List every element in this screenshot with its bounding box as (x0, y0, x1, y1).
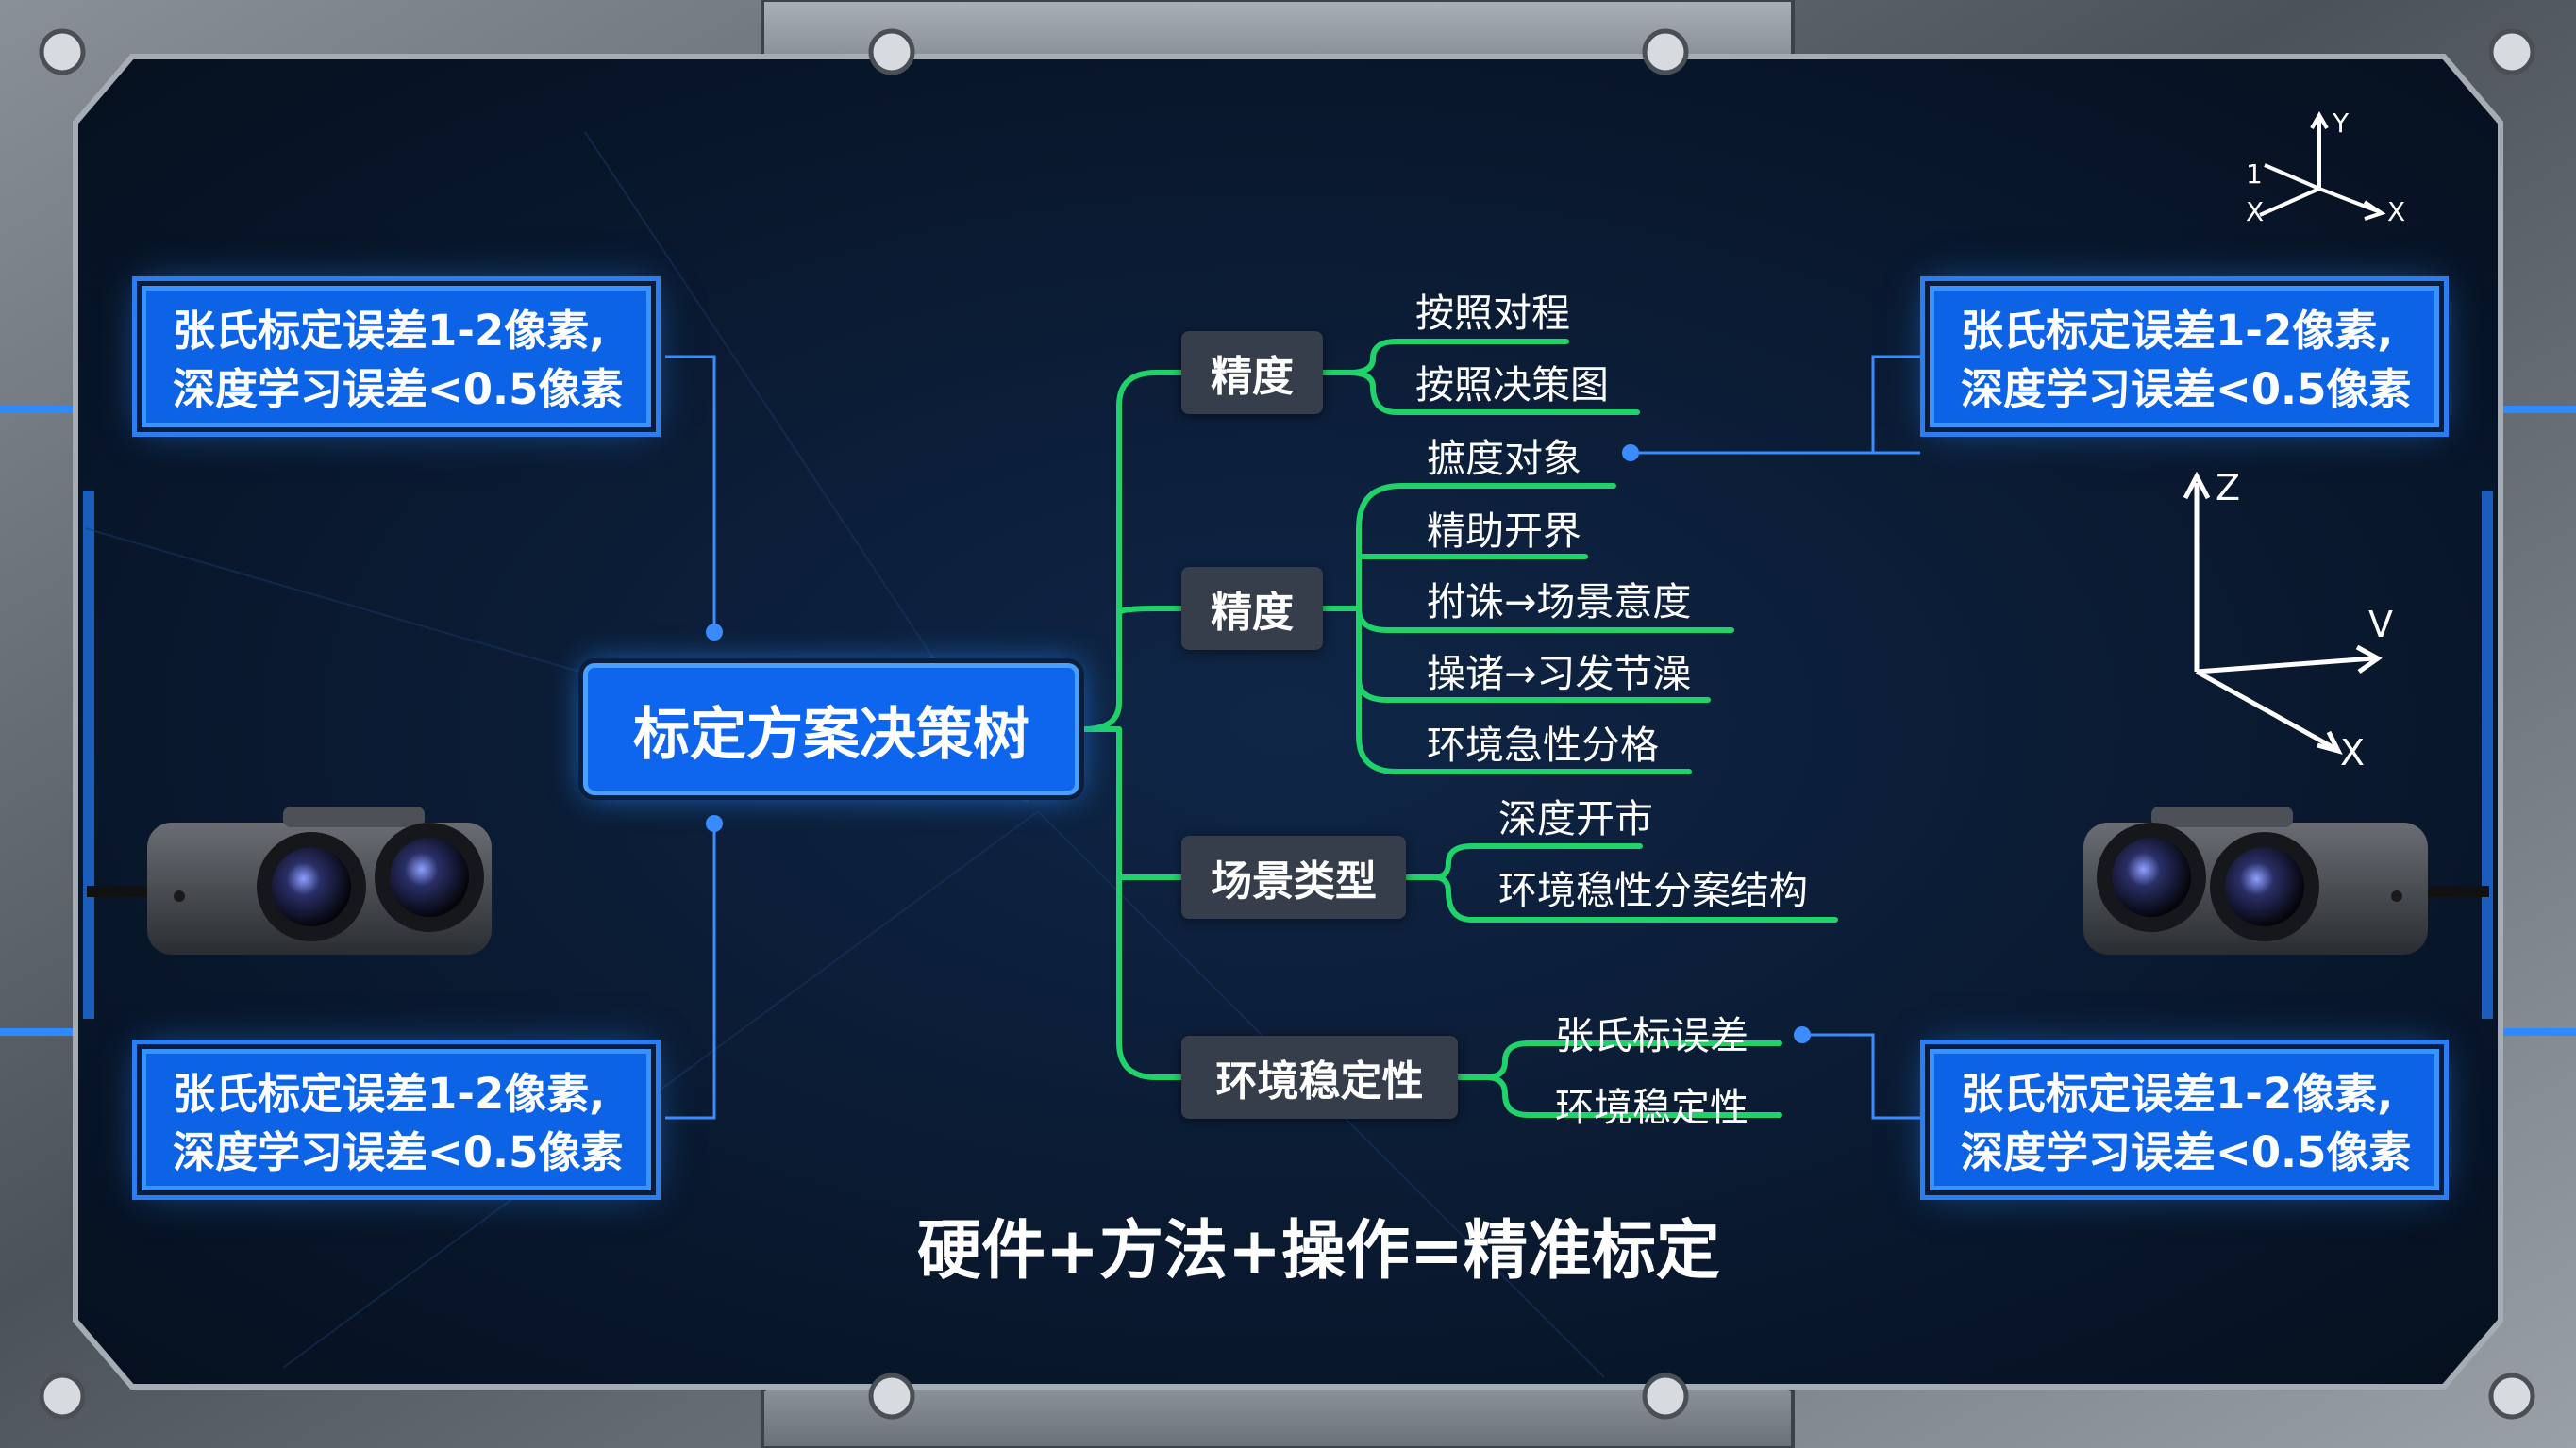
leaf-item: 按照决策图 (1415, 362, 1609, 408)
axis-gizmo-icon (2183, 471, 2383, 755)
callout-line: 深度学习误差<0.5像素 (1961, 364, 2412, 414)
slogan: 硬件+方法+操作=精准标定 (917, 1214, 1720, 1289)
branch-node-env-stability[interactable]: 环境稳定性 (1181, 1036, 1458, 1119)
stereo-camera-icon (2083, 807, 2489, 955)
callout-line: 深度学习误差<0.5像素 (173, 364, 624, 414)
callout-bottom-right: 张氏标定误差1-2像素, 深度学习误差<0.5像素 (1930, 1049, 2439, 1190)
callout-line: 张氏标定误差1-2像素, (1961, 306, 2394, 356)
callout-line: 张氏标定误差1-2像素, (173, 1069, 606, 1119)
callout-line: 深度学习误差<0.5像素 (173, 1127, 624, 1177)
axis-label-z: Z (2216, 467, 2241, 508)
leaf-item: 精助开界 (1427, 508, 1581, 554)
callout-line: 张氏标定误差1-2像素, (173, 306, 606, 356)
leaf-item: 摭度对象 (1427, 436, 1581, 481)
axis-label-x-left: X (2246, 196, 2265, 227)
axis-label-v: V (2368, 604, 2393, 645)
branch-node-precision-2[interactable]: 精度 (1181, 567, 1323, 650)
leaf-item: 环境急性分格 (1427, 723, 1659, 768)
leaf-item: 环境稳性分案结构 (1498, 868, 1808, 913)
stereo-camera-icon (87, 807, 492, 955)
callout-line: 深度学习误差<0.5像素 (1961, 1127, 2412, 1177)
axis-gizmo-icon (2259, 110, 2386, 221)
axis-label-x: X (2340, 732, 2366, 774)
leaf-item: 环境稳定性 (1555, 1085, 1748, 1130)
axis-label-one: 1 (2246, 158, 2263, 190)
leaf-item: 张氏标误差 (1555, 1013, 1748, 1058)
branch-node-scene-type[interactable]: 场景类型 (1181, 836, 1406, 919)
callout-line: 张氏标定误差1-2像素, (1961, 1069, 2394, 1119)
callout-bottom-left: 张氏标定误差1-2像素, 深度学习误差<0.5像素 (142, 1049, 651, 1190)
callout-top-right: 张氏标定误差1-2像素, 深度学习误差<0.5像素 (1930, 286, 2439, 427)
branch-node-precision[interactable]: 精度 (1181, 331, 1323, 414)
leaf-item: 操诸→习发节澡 (1427, 651, 1692, 696)
leaf-item: 深度开市 (1498, 796, 1653, 841)
leaf-item: 按照对程 (1415, 291, 1570, 336)
callout-top-left: 张氏标定误差1-2像素, 深度学习误差<0.5像素 (142, 286, 651, 427)
leaf-item: 拊诛→场景意度 (1427, 579, 1692, 624)
axis-label-x-right: X (2387, 196, 2406, 227)
root-node[interactable]: 标定方案决策树 (583, 663, 1079, 795)
axis-label-y: Y (2333, 108, 2350, 139)
